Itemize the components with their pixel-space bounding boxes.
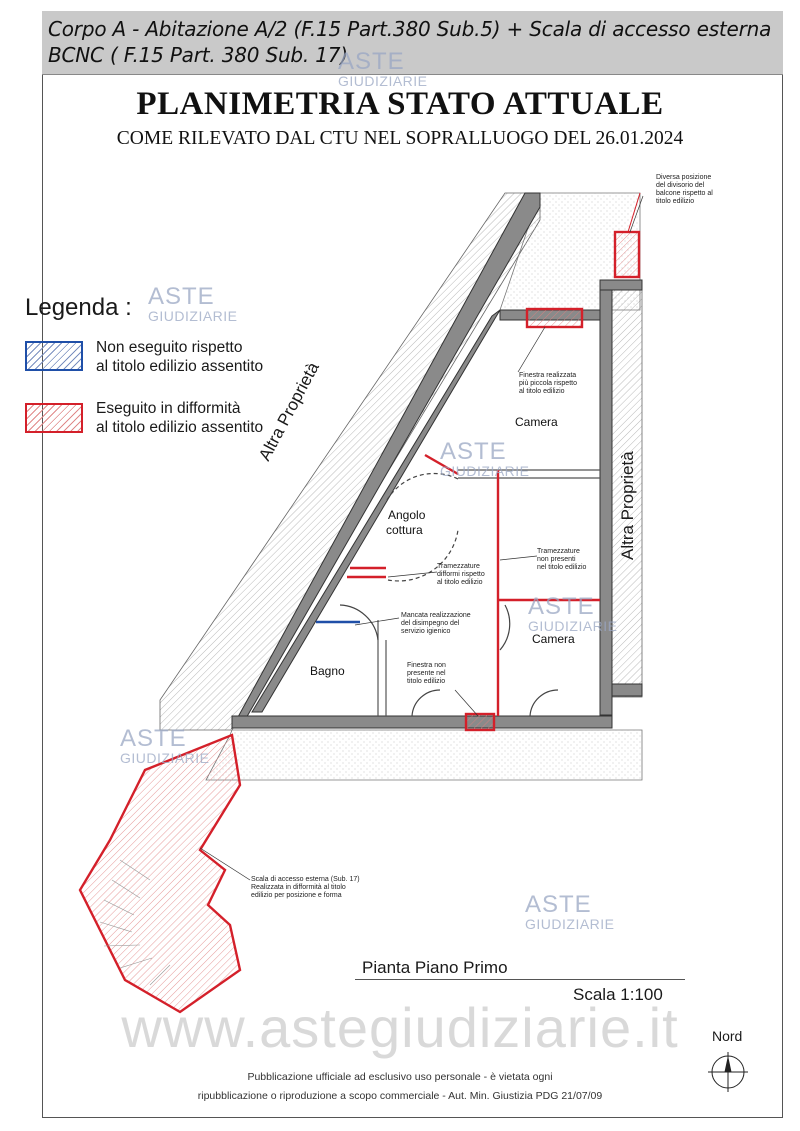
plan-caption-underline	[355, 979, 685, 980]
walls	[230, 192, 643, 730]
external-stair	[78, 733, 242, 1014]
altra-proprieta-right-label: Altra Proprietà	[618, 451, 637, 560]
header-line-1: Corpo A - Abitazione A/2 (F.15 Part.380 …	[48, 17, 772, 41]
legend-red-line-2: al titolo edilizio assentito	[96, 419, 264, 436]
legend-red-line-1: Eseguito in difformità	[96, 400, 241, 417]
annotation-scala: Scala di accesso esterna (Sub. 17)Realiz…	[251, 876, 360, 899]
altra-proprieta-right-area	[611, 281, 643, 698]
red-difformita	[78, 192, 641, 1014]
legend-swatch-blue	[25, 341, 83, 371]
north-symbol	[708, 1052, 748, 1092]
room-camera-top: Camera	[515, 415, 558, 429]
scale-label: Scala 1:100	[573, 985, 663, 1004]
room-bagno: Bagno	[310, 664, 345, 678]
room-camera-bottom: Camera	[532, 632, 575, 646]
page-subtitle: COME RILEVATO DAL CTU NEL SOPRALLUOGO DE…	[116, 128, 684, 149]
footer-line-2: ripubblicazione o riproduzione a scopo c…	[197, 1090, 603, 1102]
site-watermark: www.astegiudiziarie.it	[121, 996, 679, 1059]
legend-blue-line-1: Non eseguito rispetto	[96, 339, 243, 356]
header-line-2: BCNC ( F.15 Part. 380 Sub. 17)	[48, 43, 348, 67]
legend-blue-line-2: al titolo edilizio assentito	[96, 358, 264, 375]
legend-title: Legenda :	[25, 294, 132, 321]
north-label: Nord	[712, 1028, 743, 1044]
header-band	[42, 11, 783, 75]
terrace-area	[205, 729, 643, 781]
footer-line-1: Pubblicazione ufficiale ad esclusivo uso…	[247, 1071, 553, 1083]
legend-swatch-red	[25, 403, 83, 433]
interior-partitions	[316, 469, 600, 717]
room-angolo-line-1: Angolo	[388, 508, 426, 522]
plan-caption: Pianta Piano Primo	[362, 958, 508, 977]
page-title: PLANIMETRIA STATO ATTUALE	[136, 86, 664, 122]
annotation-leaders	[199, 195, 644, 881]
room-angolo-line-2: cottura	[386, 523, 423, 537]
